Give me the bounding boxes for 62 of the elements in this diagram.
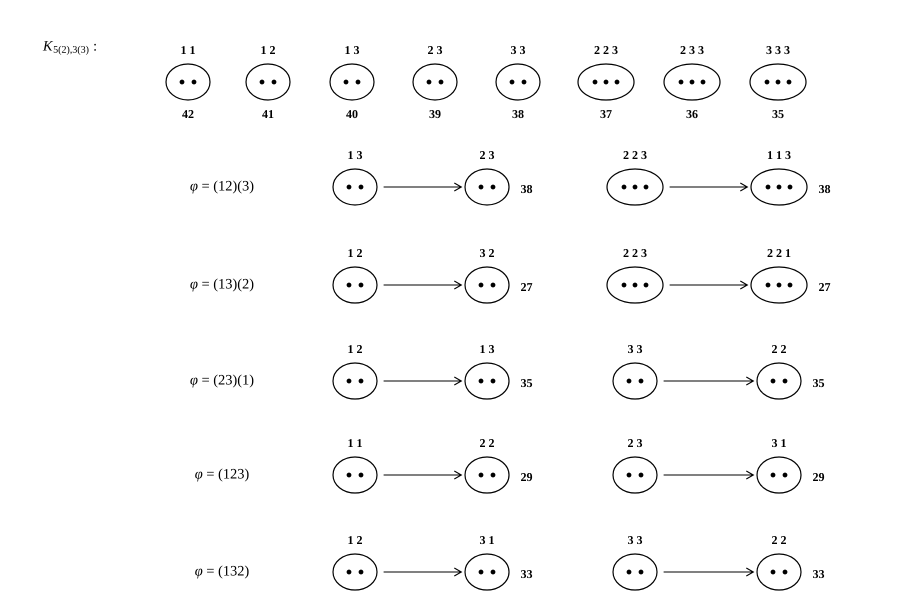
vertex-labels: 2 2 xyxy=(772,345,786,353)
vertex-labels: 2 3 3 xyxy=(680,46,704,54)
count-number: 29 xyxy=(813,473,824,482)
vertex-labels: 2 2 xyxy=(772,536,786,544)
count-number: 38 xyxy=(512,110,524,118)
vertex-labels: 1 3 xyxy=(480,345,494,354)
count-number: 37 xyxy=(600,110,612,118)
vertex-labels: 3 3 xyxy=(628,536,642,544)
count-number: 38 xyxy=(819,185,830,194)
vertex-labels: 1 3 xyxy=(348,151,362,160)
vertex-labels: 2 3 xyxy=(628,439,642,448)
vertex-labels: 1 1 3 xyxy=(768,151,791,160)
count-number: 42 xyxy=(182,110,194,118)
vertex-labels: 1 3 xyxy=(345,46,360,54)
vertex-labels: 3 1 xyxy=(772,439,786,448)
count-number: 39 xyxy=(429,110,441,118)
vertex-labels: 2 2 xyxy=(480,439,494,447)
count-number: 35 xyxy=(813,379,824,388)
count-number: 40 xyxy=(346,110,358,118)
formula-label: φ = (123) xyxy=(195,468,249,482)
count-number: 35 xyxy=(772,110,784,118)
count-number: 29 xyxy=(521,473,532,482)
arrow xyxy=(384,182,462,192)
arrow xyxy=(664,376,754,386)
arrow xyxy=(670,280,748,290)
vertex-labels: 2 2 1 xyxy=(768,249,790,257)
vertex-labels: 1 2 xyxy=(348,249,362,257)
count-number: 27 xyxy=(819,283,830,291)
vertex-labels: 2 3 xyxy=(428,46,442,54)
vertex-labels: 1 1 xyxy=(348,439,362,447)
vertex-labels: 2 2 3 xyxy=(624,249,647,258)
arrow xyxy=(384,280,462,290)
count-number: 27 xyxy=(521,283,532,291)
count-number: 41 xyxy=(262,110,274,118)
vertex-labels: 1 2 xyxy=(348,536,362,544)
vertex-labels: 3 2 xyxy=(480,249,494,258)
vertex-labels: 3 1 xyxy=(480,536,494,544)
formula-label: φ = (13)(2) xyxy=(190,278,254,292)
arrow xyxy=(664,568,754,576)
formula-label: K$_{5(2),3(3)}$ : xyxy=(42,41,96,55)
vertex-labels: 1 2 xyxy=(348,345,362,353)
count-number: 36 xyxy=(686,110,698,118)
vertex-labels: 2 3 xyxy=(480,151,494,160)
arrow xyxy=(670,182,748,192)
arrow xyxy=(664,470,754,480)
vertex-labels: 2 2 3 xyxy=(624,151,647,160)
arrow xyxy=(384,470,462,480)
count-number: 35 xyxy=(521,379,532,388)
vertex-labels: 2 2 3 xyxy=(594,46,618,54)
arrow xyxy=(384,568,462,576)
vertex-labels: 1 1 xyxy=(181,46,195,54)
count-number: 33 xyxy=(521,570,532,578)
formula-label: φ = (23)(1) xyxy=(190,374,254,388)
vertex-labels: 1 2 xyxy=(261,46,275,54)
vertex-labels: 3 3 xyxy=(510,46,526,54)
formula-label: φ = (132) xyxy=(195,565,249,579)
vertex-labels: 3 3 xyxy=(628,345,642,354)
count-number: 33 xyxy=(813,570,824,578)
vertex-labels: 3 3 3 xyxy=(766,46,790,54)
formula-label: φ = (12)(3) xyxy=(190,180,254,194)
count-number: 38 xyxy=(521,185,532,194)
arrow xyxy=(384,376,462,386)
